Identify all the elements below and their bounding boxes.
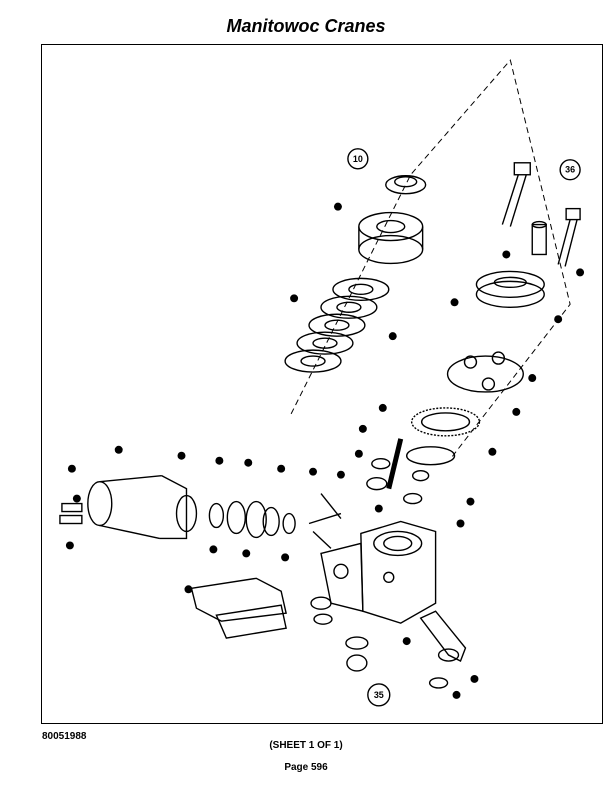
callout-label-35: 35	[374, 690, 384, 700]
marker-dot	[576, 268, 585, 277]
short-bolt	[557, 207, 581, 267]
marker-dot	[402, 637, 411, 646]
marker-dot	[374, 504, 383, 513]
document-number: 80051988	[42, 731, 87, 742]
marker-dot	[488, 447, 497, 456]
marker-dot	[470, 674, 479, 683]
diagram-canvas: 10 36 35	[59, 59, 585, 707]
page-number: Page 596	[284, 762, 328, 773]
cap-ring	[385, 175, 427, 195]
marker-dot	[281, 553, 290, 562]
marker-dot	[244, 458, 253, 467]
sheet-indicator: (SHEET 1 OF 1)	[269, 740, 343, 751]
document-title: Manitowoc Cranes	[226, 16, 386, 36]
marker-dot	[72, 494, 81, 503]
planet-carrier	[446, 351, 524, 393]
marker-dot	[378, 403, 387, 412]
brake-discs	[175, 494, 296, 539]
hydraulic-motor	[59, 474, 188, 540]
marker-dot	[528, 374, 537, 383]
marker-dot	[333, 202, 342, 211]
marker-dot	[309, 467, 318, 476]
marker-dot	[502, 250, 511, 259]
assembly-dash-line	[290, 59, 571, 460]
long-bolt	[501, 162, 531, 227]
bearing-ring	[358, 211, 424, 265]
cover-plate	[475, 270, 545, 308]
marker-dot	[177, 451, 186, 460]
cap-ring-inner	[394, 176, 418, 188]
callout-label-10: 10	[353, 154, 363, 164]
callout-circle-10	[347, 148, 369, 170]
marker-dot	[290, 294, 299, 303]
bushings	[366, 458, 430, 505]
marker-dot	[512, 407, 521, 416]
base-plates	[190, 577, 287, 639]
marker-dot	[358, 424, 367, 433]
marker-dot	[354, 449, 363, 458]
marker-dot	[242, 549, 251, 558]
marker-dot	[209, 545, 218, 554]
marker-dot	[388, 332, 397, 341]
marker-group	[65, 202, 585, 699]
drive-shaft	[386, 438, 404, 490]
marker-dot	[67, 464, 76, 473]
marker-dot	[456, 519, 465, 528]
washer-stack	[284, 277, 390, 373]
marker-dot	[65, 541, 74, 550]
callout-circle-36	[559, 159, 581, 181]
marker-dot	[184, 585, 193, 594]
marker-dot	[452, 690, 461, 699]
spacer-sleeve	[531, 220, 547, 256]
exploded-parts-diagram: 10 36 35	[41, 44, 603, 724]
marker-dot	[450, 298, 459, 307]
marker-dot	[114, 445, 123, 454]
marker-dot	[466, 497, 475, 506]
marker-dot	[215, 456, 224, 465]
marker-dot	[336, 470, 345, 479]
linkage	[308, 493, 342, 549]
callout-label-36: 36	[565, 165, 575, 175]
ring-gear	[406, 407, 481, 466]
marker-dot	[554, 315, 563, 324]
callout-circle-35	[367, 683, 391, 707]
marker-dot	[277, 464, 286, 473]
brake-lever	[419, 610, 467, 689]
bottom-spacers	[310, 596, 369, 672]
gearbox-housing	[320, 520, 437, 624]
